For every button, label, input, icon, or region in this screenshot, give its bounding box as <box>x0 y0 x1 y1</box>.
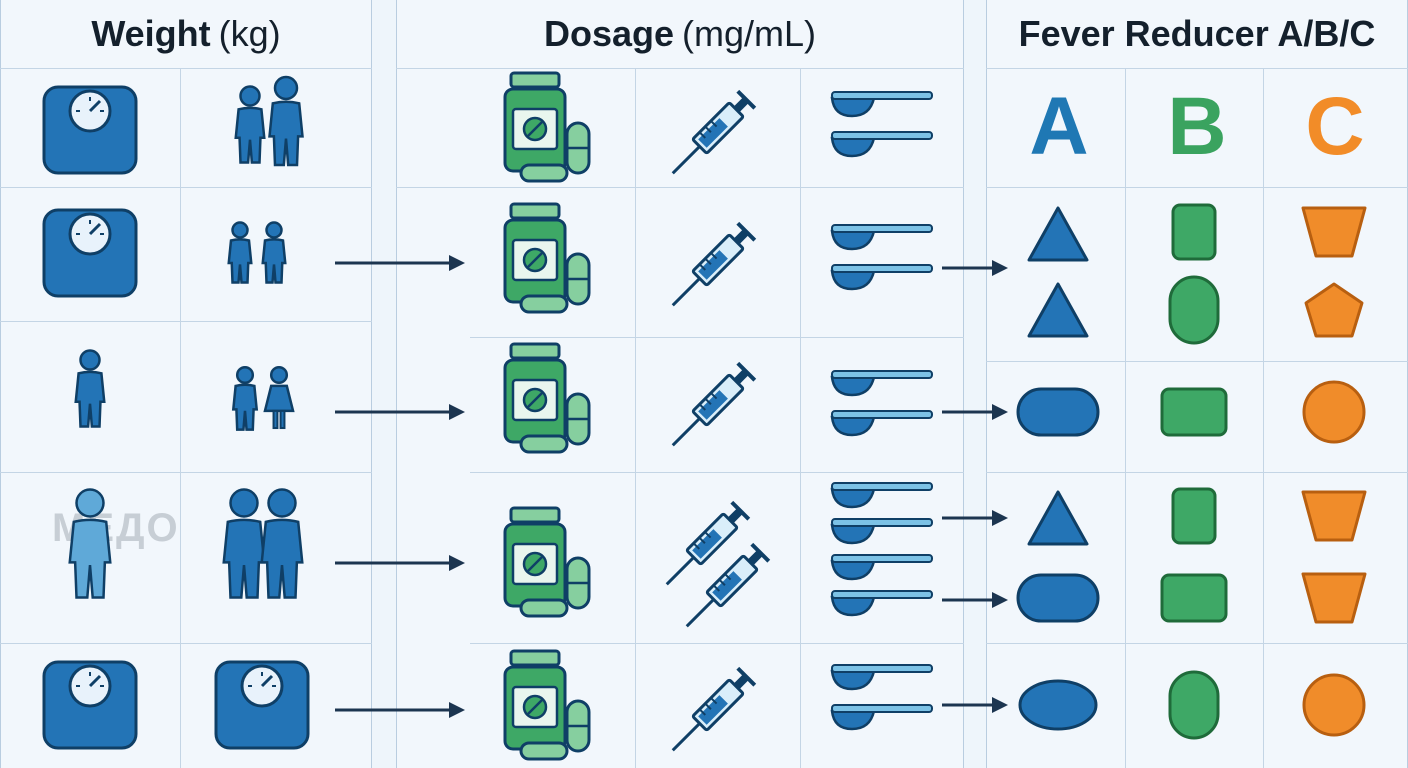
grid-line <box>0 321 372 322</box>
grid-line <box>396 187 964 188</box>
triangle-shape-icon <box>1027 490 1089 546</box>
circle-shape-icon <box>1302 673 1366 737</box>
grid-line <box>1125 68 1126 768</box>
pill-bottle-icon <box>503 71 591 183</box>
arrow-icon <box>942 404 1008 420</box>
syringe-icon <box>671 666 757 752</box>
rounded-rect-shape-icon <box>1160 387 1228 437</box>
two-adults-icon <box>227 221 287 284</box>
weight-header: Weight (kg) <box>0 0 372 68</box>
arrow-icon <box>942 697 1008 713</box>
scale-icon <box>42 660 138 750</box>
fever-header-label: Fever Reducer A/B/C <box>1018 13 1376 54</box>
boy-girl-icon <box>231 365 295 431</box>
two-spoons-icon <box>830 224 933 291</box>
arrow-icon <box>942 260 1008 276</box>
two-spoons-icon <box>830 664 933 731</box>
grid-line <box>0 187 372 188</box>
person-icon <box>74 349 106 428</box>
syringe-icon <box>671 221 757 307</box>
triangle-shape-icon <box>1027 206 1089 262</box>
weight-header-unit: (kg) <box>218 13 281 54</box>
grid-line <box>800 68 801 768</box>
grid-line <box>1263 68 1264 768</box>
scale-icon <box>42 85 138 175</box>
rounded-rect-shape-icon <box>1160 573 1228 623</box>
arrow-icon <box>335 255 465 271</box>
four-spoons-icon <box>830 482 933 617</box>
grid-line <box>986 361 1408 362</box>
trapezoid-shape-icon <box>1301 572 1367 624</box>
grid-line <box>0 643 372 644</box>
trapezoid-shape-icon <box>1301 206 1367 258</box>
syringe-icon <box>671 361 757 447</box>
arrow-icon <box>335 404 465 420</box>
grid-line <box>986 472 1408 473</box>
two-adults-icon <box>234 75 304 167</box>
grid-line <box>470 472 964 473</box>
dosage-header-unit: (mg/mL) <box>682 13 817 54</box>
pill-bottle-icon <box>503 649 591 761</box>
letter-a: A <box>1029 81 1089 172</box>
letter-b: B <box>1167 81 1227 172</box>
pentagon-shape-icon <box>1304 282 1364 338</box>
arrow-icon <box>942 592 1008 608</box>
grid-line <box>0 472 372 473</box>
pill-bottle-icon <box>503 506 591 618</box>
circle-shape-icon <box>1302 380 1366 444</box>
grid-line <box>180 68 181 768</box>
fever-header: Fever Reducer A/B/C <box>986 0 1408 68</box>
scale-icon <box>214 660 310 750</box>
adult-light-icon <box>68 488 112 599</box>
arrow-icon <box>942 510 1008 526</box>
oval-tall-shape-icon <box>1168 670 1220 740</box>
weight-header-label: Weight <box>91 13 211 54</box>
grid-line <box>0 68 372 69</box>
oval-shape-icon <box>1018 679 1098 731</box>
dosage-header: Dosage (mg/mL) <box>396 0 964 68</box>
trapezoid-shape-icon <box>1301 490 1367 542</box>
grid-line <box>470 643 964 644</box>
grid-line <box>986 187 1408 188</box>
pill-bottle-icon <box>503 342 591 454</box>
letter-c: C <box>1305 81 1365 172</box>
two-syringes-icon <box>665 500 771 628</box>
triangle-shape-icon <box>1027 282 1089 338</box>
grid-line <box>470 337 964 338</box>
arrow-icon <box>335 555 465 571</box>
two-spoons-icon <box>830 370 933 437</box>
scale-icon <box>42 208 138 298</box>
grid-line <box>986 643 1408 644</box>
grid-line <box>635 68 636 768</box>
rounded-square-shape-icon <box>1171 203 1217 261</box>
capsule-shape-icon <box>1016 573 1100 623</box>
grid-line <box>986 68 1408 69</box>
oval-tall-shape-icon <box>1168 275 1220 345</box>
syringe-icon <box>671 89 757 175</box>
capsule-shape-icon <box>1016 387 1100 437</box>
rounded-square-shape-icon <box>1171 487 1217 545</box>
arrow-icon <box>335 702 465 718</box>
two-adults-large-icon <box>222 488 304 599</box>
dosage-header-label: Dosage <box>543 13 675 54</box>
pill-bottle-icon <box>503 202 591 314</box>
two-spoons-icon <box>830 91 933 158</box>
grid-line <box>396 68 964 69</box>
